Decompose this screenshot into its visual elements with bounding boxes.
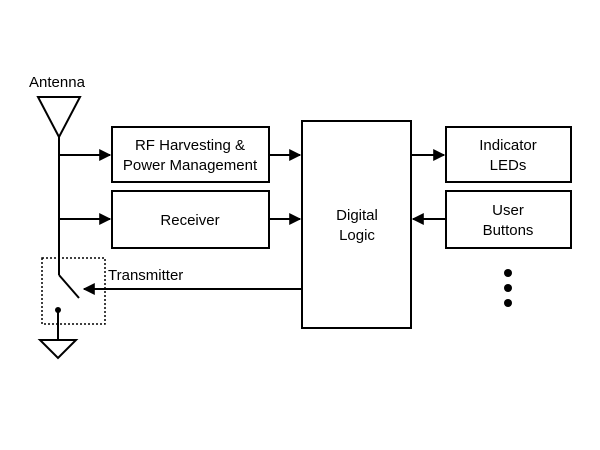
indicator-leds-label-line1: Indicator bbox=[479, 137, 537, 154]
ellipsis-dots-icon bbox=[504, 269, 512, 307]
user-buttons-label-line2: Buttons bbox=[483, 222, 534, 239]
digital-logic-label-line1: Digital bbox=[336, 207, 378, 224]
rf-harvesting-label-line2: Power Management bbox=[123, 157, 258, 174]
antenna-icon bbox=[36, 96, 82, 140]
digital-logic-label-line2: Logic bbox=[339, 227, 375, 244]
transmitter-switch bbox=[41, 257, 106, 325]
indicator-leds-label-line2: LEDs bbox=[490, 157, 527, 174]
rf-harvesting-label-line1: RF Harvesting & bbox=[135, 137, 245, 154]
receiver-block: Receiver bbox=[111, 190, 270, 249]
ground-icon bbox=[37, 339, 79, 360]
switch-lever bbox=[58, 274, 80, 299]
indicator-leds-block: Indicator LEDs bbox=[445, 126, 572, 183]
transmitter-label: Transmitter bbox=[108, 267, 183, 284]
receiver-label: Receiver bbox=[160, 212, 219, 229]
antenna-label: Antenna bbox=[29, 74, 86, 91]
user-buttons-block: User Buttons bbox=[445, 190, 572, 249]
user-buttons-label-line1: User bbox=[492, 202, 524, 219]
transmitter-dotted-box bbox=[41, 257, 106, 325]
digital-logic-block: Digital Logic bbox=[301, 120, 412, 329]
rf-harvesting-block: RF Harvesting & Power Management bbox=[111, 126, 270, 183]
